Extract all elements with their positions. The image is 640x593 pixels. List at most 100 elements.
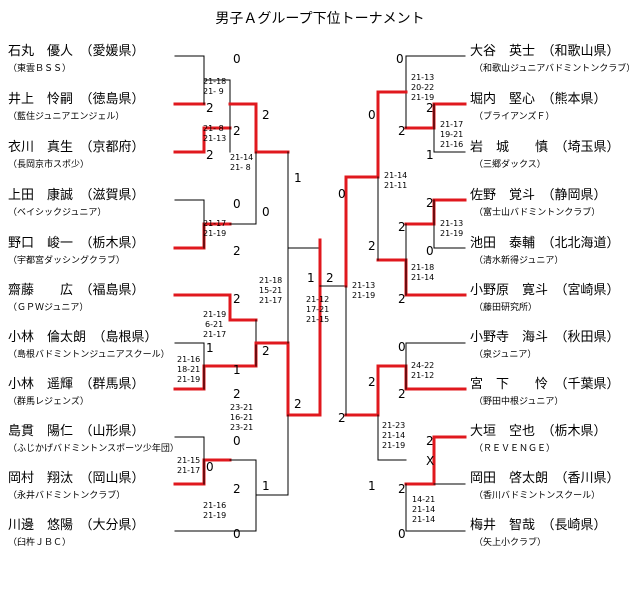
page-title: 男子Ａグループ下位トーナメント bbox=[215, 11, 425, 27]
left-player-5-club: （宇都宮ダッシングクラブ） bbox=[8, 256, 125, 266]
right-player-5-name: 池田 泰輔 （北北海道） bbox=[470, 236, 620, 251]
sets-l9-a: 21-15 bbox=[177, 456, 200, 465]
score-r9: 0 bbox=[398, 340, 406, 354]
score-r12: 2 bbox=[338, 411, 346, 425]
score-l9: 2 bbox=[233, 387, 241, 401]
sets-l8-c: 23-21 bbox=[230, 423, 253, 432]
sets-r9-a: 14-21 bbox=[412, 495, 435, 504]
sets-l1-a: 21-18 bbox=[203, 77, 226, 86]
score-l2-top: 2 bbox=[233, 124, 241, 138]
sets-r9-b: 21-14 bbox=[412, 505, 435, 514]
left-player-10-name: 岡村 翔汰 （岡山県） bbox=[8, 471, 145, 486]
left-player-9-club: （ふじかげバドミントンスポーツ少年団） bbox=[8, 444, 179, 454]
left-player-4-name: 上田 康誠 （滋賀県） bbox=[8, 188, 145, 203]
score-r13: 2 bbox=[426, 434, 434, 448]
left-player-4-club: （ベイシックジュニア） bbox=[8, 208, 107, 218]
right-player-9-name: 大垣 空也 （栃木県） bbox=[470, 424, 607, 439]
left-player-2-name: 井上 怜嗣 （徳島県） bbox=[8, 92, 145, 107]
left-player-7-club: （島根バドミントンジュニアスクール） bbox=[8, 350, 170, 360]
right-player-6-club: （藤田研究所） bbox=[474, 303, 538, 313]
right-player-1-club: （和歌山ジュニアバドミントンクラブ） bbox=[474, 64, 636, 74]
sets-l8-a: 23-21 bbox=[230, 403, 253, 412]
left-player-8-name: 小林 遥輝 （群馬県） bbox=[8, 377, 145, 392]
sets-l6-b: 6-21 bbox=[205, 320, 223, 329]
score-r1-top: 0 bbox=[396, 52, 404, 66]
right-player-4-name: 佐野 覚斗 （静岡県） bbox=[470, 188, 607, 203]
sets-l8-b: 16-21 bbox=[230, 413, 253, 422]
sets-l5-c: 21-17 bbox=[259, 296, 282, 305]
score-r1-bot: 2 bbox=[426, 101, 434, 115]
left-player-11-name: 川邊 悠陽 （大分県） bbox=[8, 518, 145, 533]
left-player-10-club: （永井バドミントンクラブ） bbox=[8, 491, 126, 501]
score-r11: 2 bbox=[398, 387, 406, 401]
sets-final-c: 21-15 bbox=[306, 315, 329, 324]
left-player-3-club: （長岡京市スポ少） bbox=[8, 160, 90, 170]
right-player-2-name: 堀内 堅心 （熊本県） bbox=[470, 92, 607, 107]
score-r4: 0 bbox=[368, 108, 376, 122]
sets-r4-b: 21-19 bbox=[440, 229, 463, 238]
score-l8: 2 bbox=[262, 344, 270, 358]
right-player-11-club: （矢上小クラブ） bbox=[474, 538, 547, 548]
sets-r9-c: 21-14 bbox=[412, 515, 435, 524]
right-player-4-club: （富士山バドミントンクラブ） bbox=[474, 208, 601, 218]
left-player-5-name: 野口 峻一 （栃木県） bbox=[8, 236, 145, 251]
left-player-11-club: （臼杵ＪＢＣ） bbox=[8, 538, 72, 548]
score-r6-top: 2 bbox=[426, 196, 434, 210]
right-player-5-club: （清水新得ジュニア） bbox=[474, 256, 564, 266]
score-r10: 2 bbox=[368, 375, 376, 389]
score-l10-bot: 2 bbox=[233, 482, 241, 496]
score-l7: 1 bbox=[233, 363, 241, 377]
score-l4-bot: 2 bbox=[233, 244, 241, 258]
score-r6-mid: 2 bbox=[398, 220, 406, 234]
score-l12: 0 bbox=[233, 527, 241, 541]
sets-r6-b: 21-19 bbox=[352, 291, 375, 300]
sets-r5-b: 21-14 bbox=[411, 273, 434, 282]
score-r14: X bbox=[426, 454, 434, 468]
right-player-8-club: （野田中根ジュニア） bbox=[474, 397, 564, 407]
sets-l7-a: 21-16 bbox=[177, 355, 200, 364]
sets-r1-a: 21-13 bbox=[411, 73, 434, 82]
right-player-8-name: 宮 下 怜 （千葉県） bbox=[470, 377, 620, 392]
score-r7: 2 bbox=[368, 239, 376, 253]
score-l10-top: 0 bbox=[233, 434, 241, 448]
sets-l10-b: 21-19 bbox=[203, 511, 226, 520]
right-player-7-name: 小野寺 海斗 （秋田県） bbox=[470, 330, 620, 345]
score-r3: 1 bbox=[426, 148, 434, 162]
right-player-7-club: （泉ジュニア） bbox=[474, 350, 537, 360]
sets-l10-a: 21-16 bbox=[203, 501, 226, 510]
sets-r4-a: 21-13 bbox=[440, 219, 463, 228]
score-r15: 1 bbox=[368, 479, 376, 493]
sets-r2-a: 21-17 bbox=[440, 120, 463, 129]
left-player-8-club: （群馬レジェンズ） bbox=[8, 397, 89, 407]
sets-r1-b: 20-22 bbox=[411, 83, 434, 92]
sets-r8-c: 21-19 bbox=[382, 441, 405, 450]
sets-l2-b: 21-13 bbox=[203, 134, 226, 143]
score-l1-bot: 2 bbox=[206, 101, 214, 115]
right-player-2-club: （ブライアンズＦ） bbox=[474, 112, 555, 122]
score-l11: 1 bbox=[262, 479, 270, 493]
sets-r7-b: 21-12 bbox=[411, 371, 434, 380]
score-r17: 0 bbox=[398, 527, 406, 541]
sets-r2-c: 21-16 bbox=[440, 140, 463, 149]
left-player-6-name: 齋藤 広 （福島県） bbox=[8, 283, 145, 298]
sets-r8-b: 21-14 bbox=[382, 431, 405, 440]
sets-l5-a: 21-18 bbox=[259, 276, 282, 285]
score-l13: 2 bbox=[294, 397, 302, 411]
sets-l3-a: 21-14 bbox=[230, 153, 253, 162]
sets-l4-a: 21-17 bbox=[203, 219, 226, 228]
score-r8: 2 bbox=[398, 292, 406, 306]
left-player-1-club: （東雲ＢＳＳ） bbox=[8, 64, 72, 74]
score-l2-bot: 2 bbox=[206, 148, 214, 162]
sets-l3-b: 21- 8 bbox=[230, 163, 251, 172]
sets-r6-a: 21-13 bbox=[352, 281, 375, 290]
sets-l1-b: 21- 9 bbox=[203, 87, 224, 96]
right-player-10-club: （香川バドミントンスクール） bbox=[474, 491, 601, 501]
score-r6-bot: 0 bbox=[426, 244, 434, 258]
left-player-6-club: （ＧＰＷジュニア） bbox=[8, 303, 89, 313]
sets-l7-c: 21-19 bbox=[177, 375, 200, 384]
right-player-11-name: 梅井 智哉 （長崎県） bbox=[470, 518, 607, 533]
sets-final-a: 21-12 bbox=[306, 295, 329, 304]
sets-l4-b: 21-19 bbox=[203, 229, 226, 238]
score-l1-top: 0 bbox=[233, 52, 241, 66]
